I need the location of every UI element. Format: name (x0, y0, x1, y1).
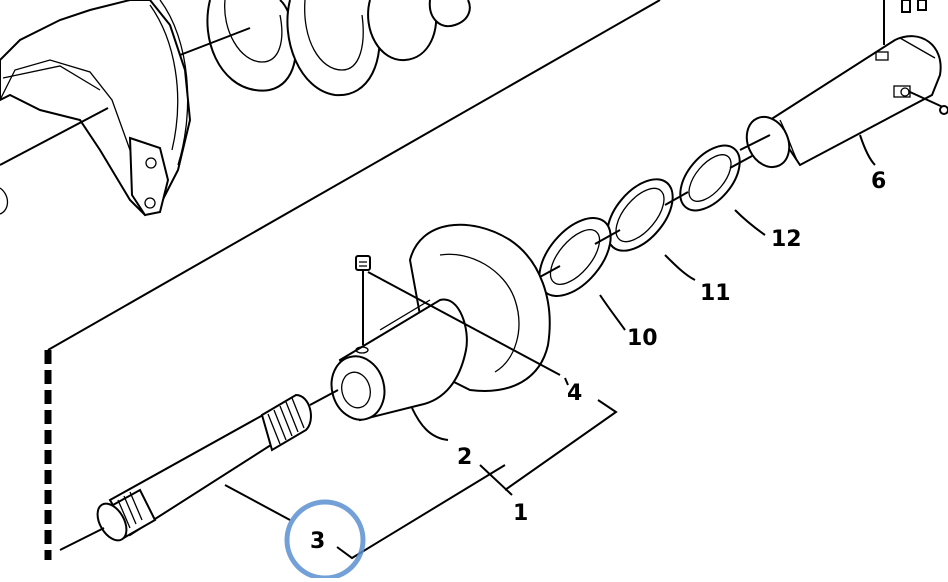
callout-6: 6 (871, 169, 886, 194)
part-12-ring (679, 144, 741, 212)
callout-11: 11 (700, 281, 731, 306)
axis-line (537, 155, 753, 279)
bracket-slot-2 (917, 0, 927, 11)
callout-4: 4 (567, 381, 582, 406)
bracket-slot (901, 0, 911, 13)
callout-1: 1 (513, 501, 528, 526)
part-6-cylinder (739, 35, 948, 169)
callout-12: 12 (771, 227, 802, 252)
part-3-bolt (59, 389, 339, 551)
leader-lines (224, 134, 876, 560)
idler-bracket (0, 0, 192, 217)
part-2-hub (330, 223, 551, 422)
part-11-ring (606, 178, 674, 252)
part-4-screw (355, 255, 561, 376)
callout-10: 10 (627, 326, 658, 351)
frame-line-upper (47, 0, 661, 351)
callout-3: 3 (310, 529, 325, 554)
callout-2: 2 (457, 445, 472, 470)
recoil-spring (179, 0, 471, 97)
